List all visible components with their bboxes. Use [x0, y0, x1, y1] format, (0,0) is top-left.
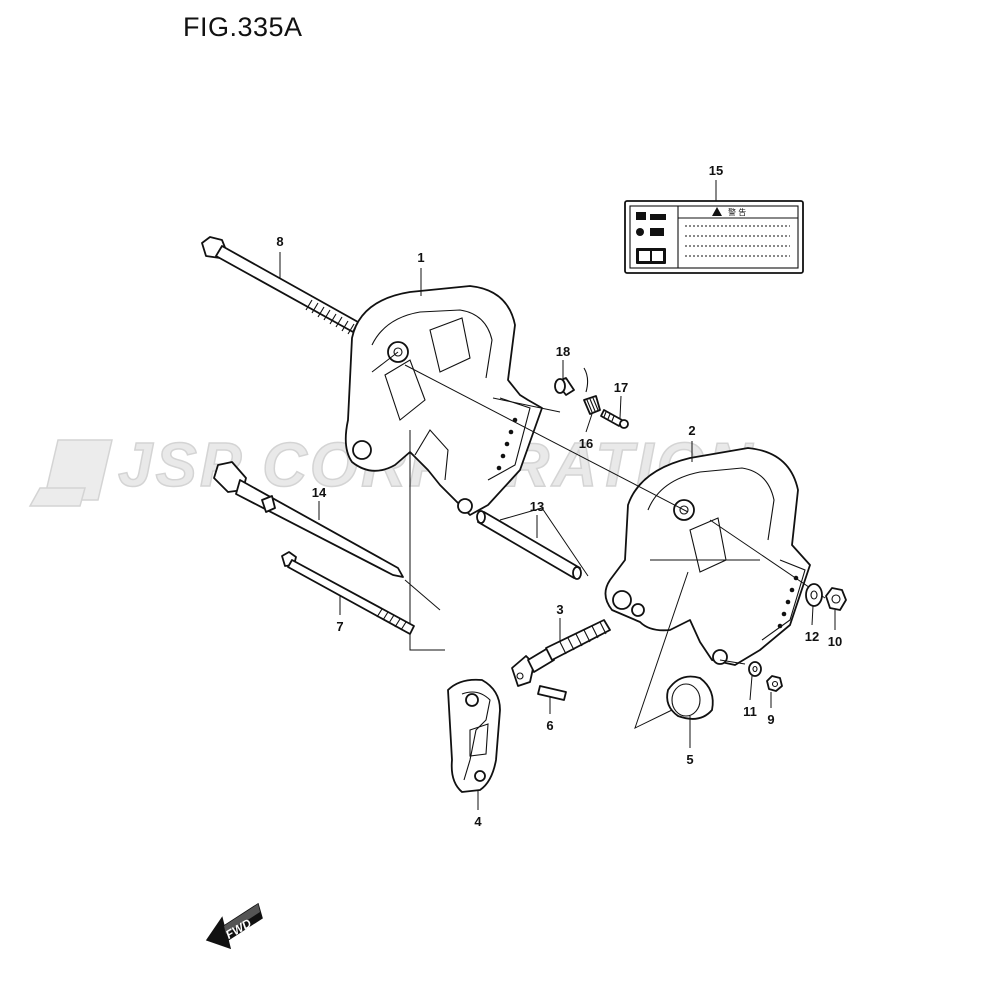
- warning-label-heading: 警 告: [728, 207, 746, 217]
- part-6-pin: [537, 685, 567, 701]
- callout-14: 14: [312, 485, 327, 500]
- part-2-clamp-bracket: [604, 447, 811, 666]
- part-3-screw: [511, 619, 611, 687]
- callout-15: 15: [709, 163, 723, 178]
- part-7-bolt: [281, 551, 415, 635]
- callout-16: 16: [579, 436, 593, 451]
- callout-8: 8: [276, 234, 283, 249]
- callout-6: 6: [546, 718, 553, 733]
- part-12-washer: [805, 583, 823, 607]
- callout-leaders: [279, 180, 836, 810]
- part-18-bushing: [554, 377, 575, 396]
- part-15-warning-label: 警 告: [624, 200, 804, 274]
- manual-book-icon: [636, 248, 666, 264]
- callout-12: 12: [805, 629, 819, 644]
- part-13-tube: [476, 510, 582, 580]
- tool-pictogram-icon: [636, 212, 666, 236]
- callout-18: 18: [556, 344, 570, 359]
- part-10-nut: [825, 587, 847, 611]
- part-14-rod: [213, 461, 404, 578]
- callout-11: 11: [743, 704, 757, 719]
- callout-4: 4: [474, 814, 482, 829]
- part-16-spring: [583, 367, 601, 415]
- assembly-leaders: [371, 351, 826, 729]
- fwd-direction-badge: FWD: [205, 902, 263, 950]
- callout-2: 2: [688, 423, 695, 438]
- callout-3: 3: [556, 602, 563, 617]
- callout-9: 9: [767, 712, 774, 727]
- part-8-bolt: [201, 236, 359, 335]
- part-9-nut: [766, 675, 783, 692]
- callout-1: 1: [417, 250, 424, 265]
- callout-17: 17: [614, 380, 628, 395]
- part-5-cap: [666, 675, 714, 720]
- part-4-clamp-plate: [447, 678, 501, 793]
- warning-triangle-icon: [712, 207, 722, 216]
- callout-7: 7: [336, 619, 343, 634]
- callout-10: 10: [828, 634, 842, 649]
- figure-title: FIG.335A: [183, 12, 303, 42]
- part-17-screw: [600, 409, 629, 429]
- callout-13: 13: [530, 499, 544, 514]
- callout-5: 5: [686, 752, 693, 767]
- part-11-washer: [748, 661, 762, 677]
